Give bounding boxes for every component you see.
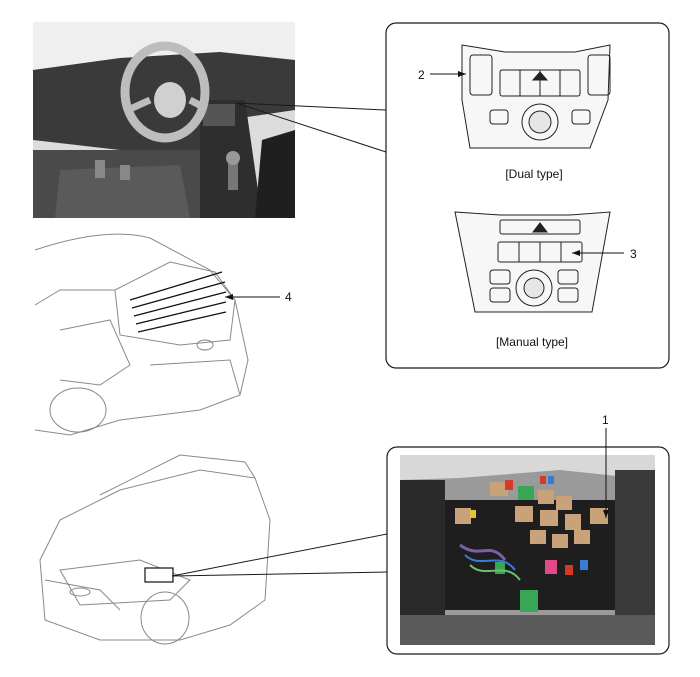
rear-defroster-grid xyxy=(130,272,226,332)
leader-lines-fusebox xyxy=(172,534,387,576)
rear-car-sketch xyxy=(35,234,248,435)
dual-type-panel xyxy=(462,45,610,148)
callout-3-label: 3 xyxy=(630,247,637,261)
junction-box-on-car xyxy=(145,568,173,582)
fuse-box-photo xyxy=(400,455,655,645)
front-car-sketch xyxy=(40,455,270,644)
interior-photo xyxy=(33,22,295,218)
manual-type-panel xyxy=(455,212,610,312)
callout-2-label: 2 xyxy=(418,68,425,82)
callout-4-label: 4 xyxy=(285,290,292,304)
caption-dual-type: [Dual type] xyxy=(505,167,562,181)
callout-1-label: 1 xyxy=(602,413,609,427)
caption-manual-type: [Manual type] xyxy=(496,335,568,349)
